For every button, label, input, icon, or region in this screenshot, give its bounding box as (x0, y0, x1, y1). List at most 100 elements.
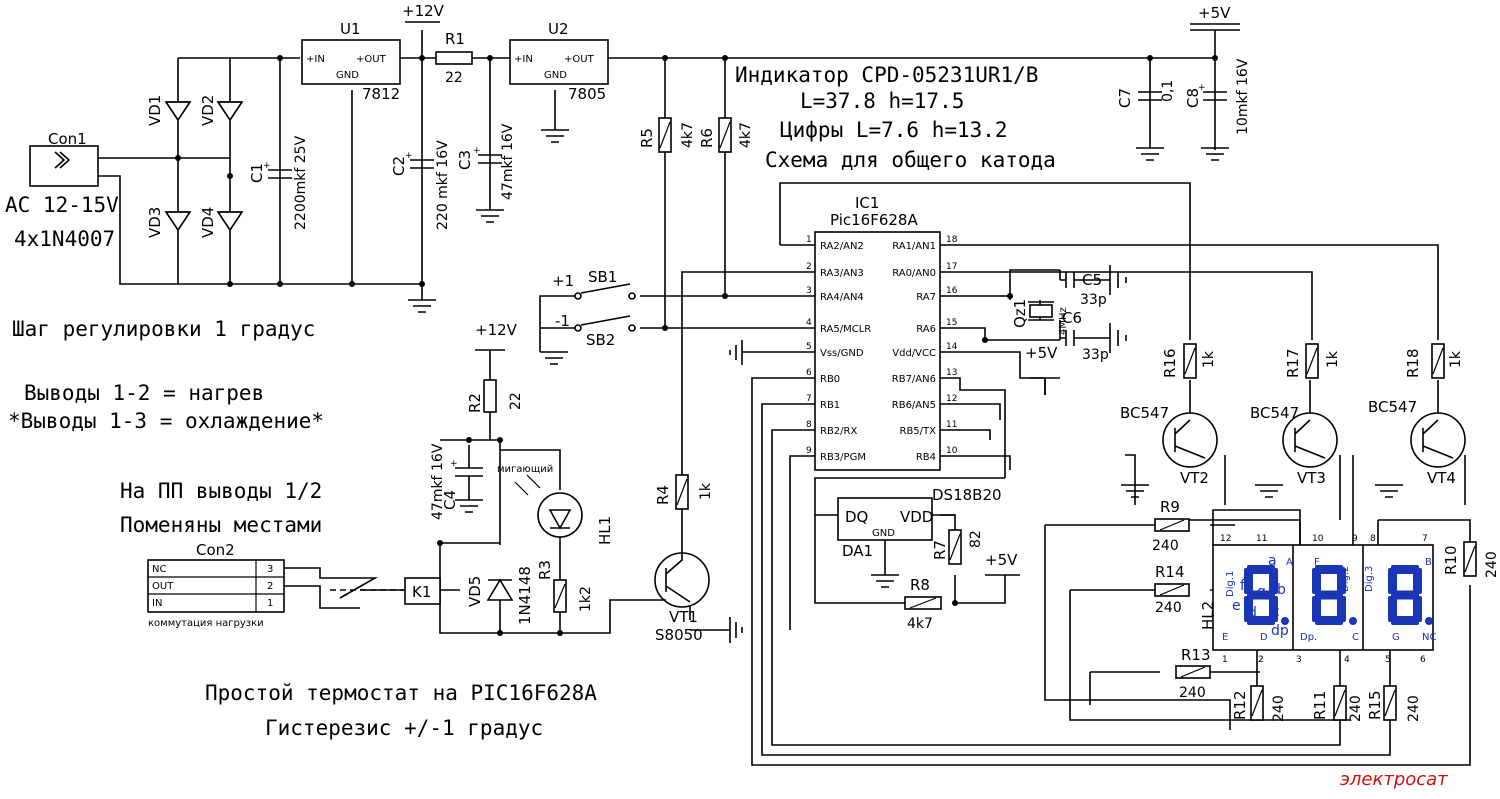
ic1-pin-num: 9 (806, 446, 812, 456)
ic1-pin-num: 18 (946, 235, 958, 245)
ic1-pin-num: 13 (946, 368, 957, 378)
segment (1413, 568, 1422, 594)
svg-text:R3: R3 (536, 560, 554, 580)
svg-text:47mkf 16V: 47mkf 16V (500, 123, 516, 200)
junction-dot (722, 55, 728, 61)
pcb-note-1: На ПП выводы 1/2 (120, 479, 322, 503)
display-pin-num: 10 (1312, 534, 1324, 544)
display-pin-num: 5 (1385, 655, 1391, 665)
svg-text:1k: 1k (1448, 350, 1464, 368)
con2: NC OUT IN 3 2 1 Con2 коммутация нагрузки (147, 541, 405, 629)
con2-pin-out: OUT (152, 581, 174, 592)
svg-text:NC: NC (1422, 632, 1436, 643)
svg-text:R2: R2 (466, 393, 484, 413)
ic1-pin-13: RB7/AN6 (892, 374, 936, 385)
diodes-label: 4x1N4007 (14, 227, 115, 251)
svg-text:c: c (1272, 604, 1280, 620)
junction-dot (487, 55, 493, 61)
svg-text:+12V: +12V (402, 2, 445, 20)
svg-text:-1: -1 (555, 312, 570, 330)
svg-text:+OUT: +OUT (356, 54, 387, 65)
svg-text:R7: R7 (931, 540, 949, 560)
svg-text:1: 1 (267, 598, 273, 609)
svg-text:GND: GND (872, 528, 895, 539)
junction-dot (557, 630, 563, 636)
svg-text:C: C (1352, 632, 1359, 643)
ac-label: AC 12-15V (5, 193, 119, 217)
svg-text:S8050: S8050 (655, 626, 703, 644)
segment-gap (1397, 599, 1413, 616)
rail-labels: +12V +5V +12V +5V +5V (402, 2, 1240, 569)
svg-text:R10: R10 (1442, 545, 1460, 575)
ic1-pin-12: RB6/AN5 (892, 400, 936, 411)
digit-2 (1312, 565, 1357, 625)
ic1-pin-3: RA4/AN4 (820, 292, 864, 303)
segment (1315, 565, 1343, 574)
pcb-note-2: Поменяны местами (120, 513, 322, 537)
display-pin-num: 9 (1352, 534, 1358, 544)
junction-dot (466, 437, 472, 443)
con2-pin-in: IN (152, 598, 162, 609)
svg-text:1k: 1k (698, 482, 714, 500)
svg-text:+: + (405, 151, 413, 161)
svg-text:240: 240 (1179, 685, 1206, 701)
site-logo: электросат (1340, 769, 1448, 790)
display-pin-num: 11 (1256, 534, 1267, 544)
diode-bridge: VD1 VD2 VD3 VD4 (146, 95, 244, 238)
svg-text:3: 3 (267, 564, 273, 575)
junction-dot (952, 600, 958, 606)
junction-dot (277, 281, 283, 287)
junction-dot (722, 293, 728, 299)
svg-text:C6: C6 (1062, 309, 1082, 327)
cool-note: *Выводы 1-3 = охлаждение* (8, 409, 324, 433)
svg-text:HL1: HL1 (596, 516, 614, 545)
svg-text:+5V: +5V (985, 551, 1018, 569)
heat-note: Выводы 1-2 = нагрев (24, 381, 264, 405)
segment (1269, 596, 1278, 622)
svg-text:4k7: 4k7 (907, 616, 933, 632)
svg-text:33p: 33p (1082, 347, 1109, 363)
decimal-point (1349, 617, 1357, 625)
ic1-pin-15: RA6 (916, 324, 936, 335)
segment (1247, 565, 1275, 574)
segment (1337, 596, 1346, 622)
svg-text:R12: R12 (1231, 690, 1249, 720)
svg-text:+IN: +IN (514, 54, 533, 65)
segment-gap (1253, 574, 1269, 591)
ic1-pin-num: 5 (806, 342, 812, 352)
svg-text:R15: R15 (1366, 690, 1384, 720)
decimal-point (1281, 617, 1289, 625)
svg-text:U2: U2 (548, 20, 569, 38)
decimal-point (1425, 617, 1433, 625)
svg-text:220 mkf 16V: 220 mkf 16V (435, 140, 451, 230)
svg-text:R9: R9 (1160, 498, 1180, 516)
svg-text:C5: C5 (1082, 271, 1102, 289)
ic1-pin-num: 10 (946, 446, 958, 456)
svg-text:R17: R17 (1284, 348, 1302, 378)
svg-text:4MHz: 4MHz (1058, 307, 1069, 335)
svg-text:7805: 7805 (568, 85, 606, 103)
svg-text:B: B (1425, 557, 1432, 568)
svg-text:+12V: +12V (475, 321, 518, 339)
svg-text:VD5: VD5 (466, 576, 484, 607)
svg-text:SB1: SB1 (588, 268, 617, 286)
display-pin-num: 6 (1420, 655, 1426, 665)
junction-dot (175, 155, 181, 161)
segment (1312, 568, 1321, 594)
junction-dot (419, 55, 425, 61)
svg-text:C8: C8 (1184, 88, 1202, 108)
svg-text:R5: R5 (638, 128, 656, 148)
ic1-pin-num: 4 (806, 318, 812, 328)
svg-text:C7: C7 (1116, 88, 1134, 108)
ic1-pin-16: RA7 (916, 292, 936, 303)
svg-text:1N4148: 1N4148 (516, 566, 534, 625)
svg-text:A: A (1286, 557, 1293, 568)
svg-text:dp: dp (1271, 623, 1289, 639)
display-pin-num: 2 (1258, 655, 1264, 665)
junction-dot (497, 437, 503, 443)
ic1-pin-num: 8 (806, 420, 812, 430)
resistors: R1 22 R5 4k7 R6 4k7 R2 22 R3 1k2 R4 1k R… (435, 30, 1500, 722)
con1: Con1 (29, 130, 99, 187)
indicator-title: Индикатор CPD-05231UR1/B (735, 63, 1038, 87)
svg-text:+: + (1198, 83, 1206, 93)
